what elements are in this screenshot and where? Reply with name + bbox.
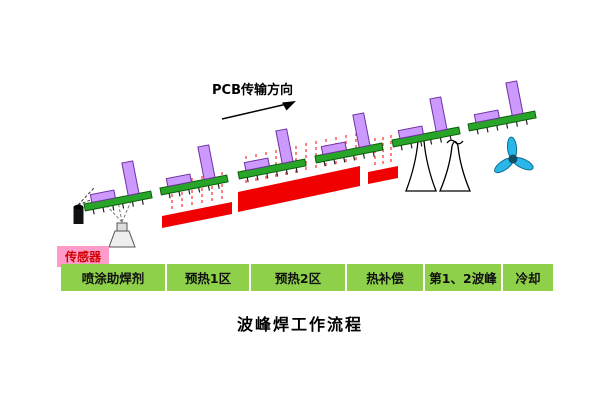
stage-heat-compensation: 热补偿 (347, 264, 423, 291)
cooling-fan-icon (494, 136, 534, 174)
flux-nozzle-tip (116, 222, 128, 232)
fan-hub (508, 154, 518, 164)
stage-spray-flux: 喷涂助焊剂 (61, 264, 165, 291)
wave-nozzle-2 (439, 140, 471, 192)
stage-cooling: 冷却 (503, 264, 553, 291)
sensor-lens (73, 204, 84, 210)
direction-arrow-shaft (221, 103, 288, 120)
diagram-title: 波峰焊工作流程 (236, 315, 363, 334)
direction-arrow-head (282, 101, 296, 111)
heat-waves-compensation (374, 135, 392, 166)
sensor-body (73, 207, 84, 224)
heat-waves-zone1 (171, 172, 223, 210)
stage-wave-1-2: 第1、2波峰 (425, 264, 501, 291)
flux-spray-line (121, 198, 133, 223)
flux-nozzle-body (108, 230, 136, 248)
pcb-board-6 (461, 78, 538, 137)
preheat2-heater (238, 166, 360, 212)
process-stage-bar: 喷涂助焊剂 预热1区 预热2区 热补偿 第1、2波峰 冷却 (61, 264, 553, 291)
pcb-board-3 (231, 126, 308, 185)
solder-wave-crest-2 (446, 139, 464, 145)
direction-arrow (221, 101, 296, 120)
sensor-label: 传感器 (57, 246, 110, 267)
stage-preheat-1: 预热1区 (167, 264, 249, 291)
preheat1-heater (162, 202, 232, 228)
stage-preheat-2: 预热2区 (251, 264, 345, 291)
solder-wave-nozzles (405, 134, 471, 192)
pcb-direction-label: PCB传输方向 (212, 83, 293, 98)
sensor-beam-line (77, 187, 95, 206)
pcb-board-1 (77, 158, 154, 217)
heat-compensation-heater (368, 166, 398, 184)
